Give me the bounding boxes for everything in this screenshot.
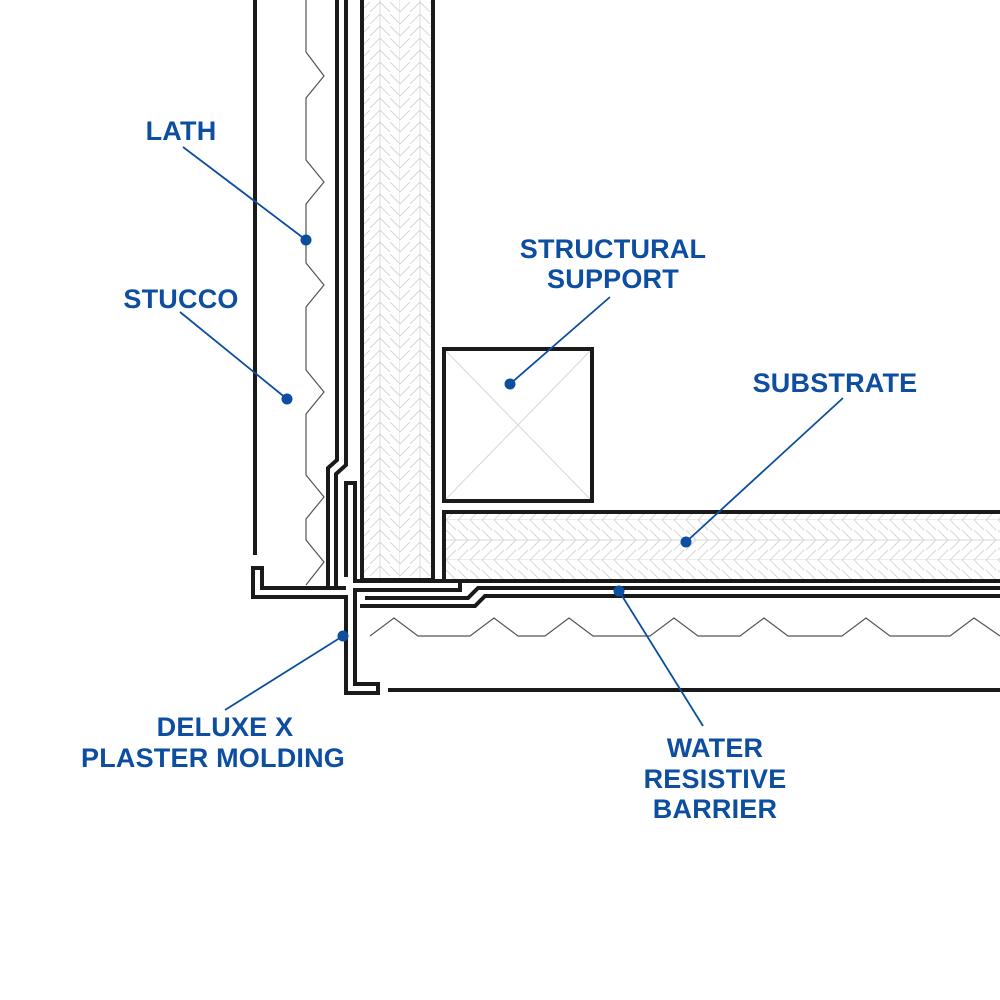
label-wrb-line3: BARRIER (653, 794, 777, 824)
label-stucco: STUCCO (123, 284, 238, 314)
stucco-face (253, 0, 1000, 692)
label-lath: LATH (146, 116, 217, 146)
stucco-marker (281, 393, 293, 405)
label-molding-line2: PLASTER MOLDING (81, 743, 345, 773)
wrb-marker (613, 585, 625, 597)
label-wrb-line2: RESISTIVE (644, 764, 787, 794)
lath-horizontal (369, 617, 1000, 637)
lath-vertical (305, 0, 325, 586)
structural-support-box (442, 347, 594, 503)
leader-lath (182, 146, 312, 246)
horizontal-substrate (442, 510, 1000, 583)
leader-structural-support (504, 296, 611, 390)
label-molding-line1: DELUXE X (157, 712, 294, 742)
leader-substrate (680, 397, 844, 548)
water-resistive-barrier (326, 0, 1000, 608)
lath-marker (300, 234, 312, 246)
structural-support-marker (504, 378, 516, 390)
molding-marker (337, 630, 349, 642)
leader-wrb (613, 585, 704, 727)
label-substrate: SUBSTRATE (753, 368, 918, 398)
label-wrb-line1: WATER (667, 733, 764, 763)
substrate-marker (680, 536, 692, 548)
plaster-molding (251, 481, 462, 695)
vertical-substrate (360, 0, 435, 582)
leader-stucco (179, 311, 293, 405)
leader-molding (224, 630, 349, 711)
label-structural-support-line1: STRUCTURAL (520, 234, 706, 264)
label-structural-support-line2: SUPPORT (547, 264, 679, 294)
